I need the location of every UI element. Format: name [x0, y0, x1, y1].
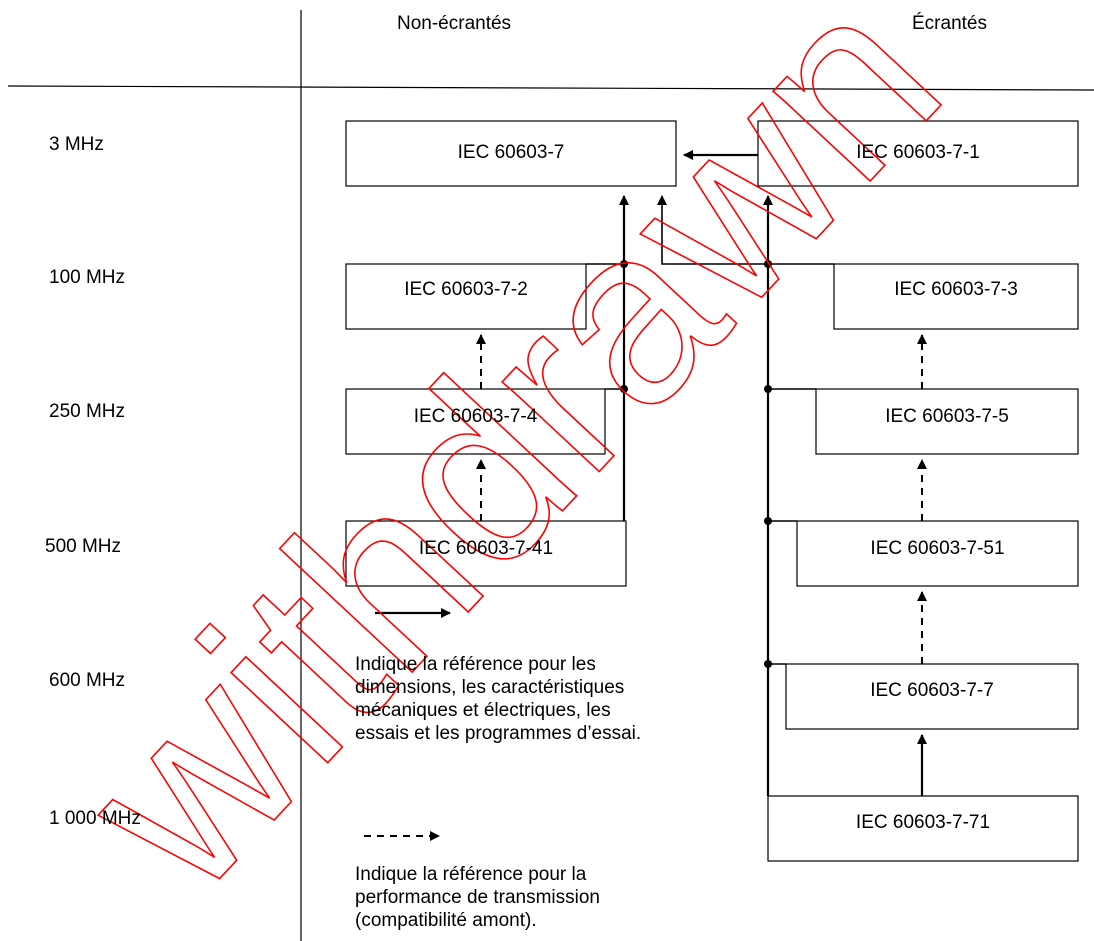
- box-iec-60603-7-51: [796, 520, 1079, 587]
- junction-dot: [620, 260, 628, 268]
- box-iec-60603-7: [345, 120, 677, 187]
- frequency-label: 1 000 MHz: [49, 808, 141, 829]
- box-iec-60603-7-7: [785, 663, 1079, 730]
- box-iec-60603-7-41: [345, 520, 627, 587]
- box-label-iec-60603-7-4: IEC 60603-7-4: [413, 406, 538, 427]
- legend-dashed-text: Indique la référence pour la performance…: [355, 864, 600, 931]
- frequency-label: 600 MHz: [49, 670, 126, 691]
- frequency-label: 100 MHz: [49, 267, 126, 288]
- box-label-iec-60603-7-1: IEC 60603-7-1: [856, 142, 980, 163]
- frequency-label: 500 MHz: [45, 536, 122, 557]
- junction-dot: [764, 385, 772, 393]
- box-iec-60603-7-5: [815, 388, 1079, 455]
- box-label-iec-60603-7-41: IEC 60603-7-41: [418, 538, 554, 559]
- frequency-label: 3 MHz: [49, 134, 104, 155]
- box-label-iec-60603-7-51: IEC 60603-7-51: [870, 538, 1005, 559]
- junction-dot: [620, 385, 628, 393]
- box-label-iec-60603-7: IEC 60603-7: [457, 142, 565, 163]
- box-iec-60603-7-4: [345, 388, 606, 455]
- box-label-iec-60603-7-7: IEC 60603-7-7: [870, 680, 994, 701]
- box-label-iec-60603-7-5: IEC 60603-7-5: [885, 406, 1009, 427]
- connector-7-3-to-7: [657, 195, 834, 265]
- box-iec-60603-7-3: [833, 263, 1079, 330]
- box-label-iec-60603-7-3: IEC 60603-7-3: [894, 279, 1018, 300]
- frequency-label: 250 MHz: [49, 401, 126, 422]
- box-iec-60603-7-2: [345, 263, 587, 330]
- junction-dot: [764, 517, 772, 525]
- box-label-iec-60603-7-71: IEC 60603-7-71: [855, 812, 991, 833]
- header-divider: [7, 85, 1094, 91]
- header-unshielded: Non-écrantés: [397, 13, 512, 34]
- legend-solid-text: Indique la référence pour les dimensions…: [355, 654, 642, 744]
- box-iec-60603-7-1: [757, 120, 1079, 187]
- box-label-iec-60603-7-2: IEC 60603-7-2: [404, 279, 528, 300]
- header-shielded: Écrantés: [912, 13, 987, 34]
- junction-dot: [764, 660, 772, 668]
- junction-dot: [764, 260, 772, 268]
